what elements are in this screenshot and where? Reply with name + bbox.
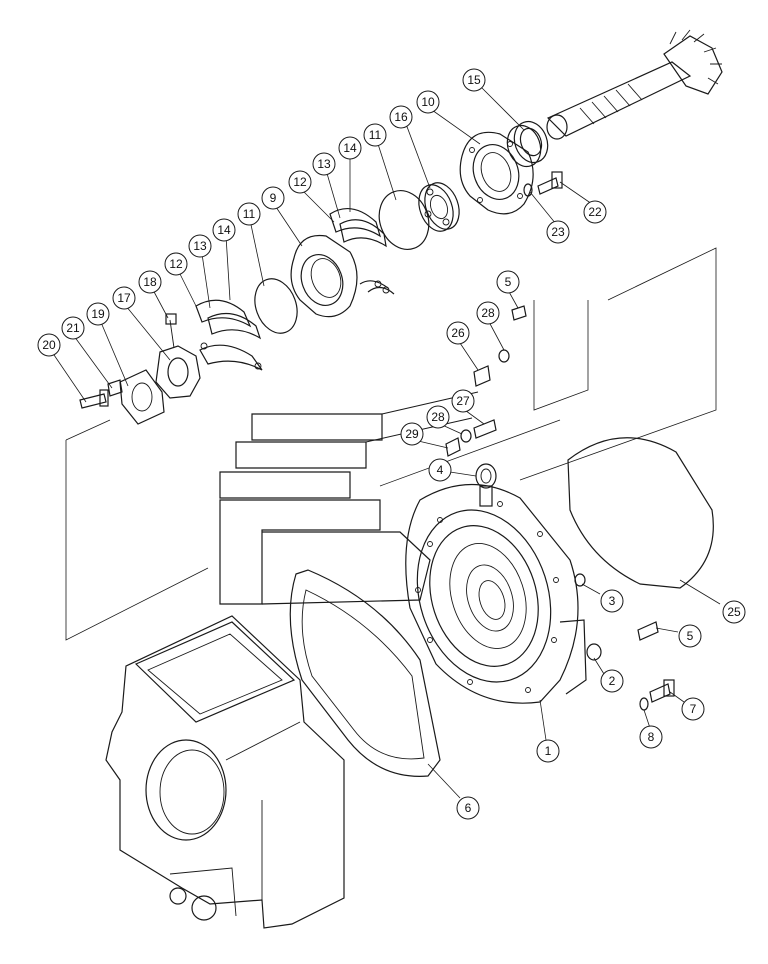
transmission-housing [105, 615, 345, 929]
svg-text:12: 12 [169, 257, 183, 271]
callout-13-lower: 13 [188, 234, 212, 258]
lock-nut-17 [155, 313, 201, 399]
leader-lines [51, 85, 721, 799]
shims-13-14-upper [329, 207, 395, 295]
svg-text:18: 18 [143, 275, 157, 289]
svg-text:11: 11 [243, 207, 256, 221]
svg-text:3: 3 [609, 594, 616, 608]
svg-text:4: 4 [437, 463, 444, 477]
svg-text:28: 28 [481, 306, 495, 320]
gasket-6 [289, 569, 441, 777]
shim-11-lower [254, 278, 298, 334]
callout-29: 29 [400, 422, 424, 446]
svg-text:6: 6 [465, 801, 472, 815]
callout-26: 26 [446, 321, 470, 345]
callout-28-mid: 28 [426, 405, 450, 429]
svg-text:23: 23 [551, 225, 565, 239]
callout-14-lower: 14 [212, 218, 236, 242]
callout-28-top: 28 [476, 301, 500, 325]
callout-1: 1 [536, 739, 560, 763]
svg-text:16: 16 [394, 110, 408, 124]
svg-text:26: 26 [451, 326, 465, 340]
callout-15: 15 [462, 68, 486, 92]
svg-text:5: 5 [687, 629, 694, 643]
callout-16: 16 [389, 105, 413, 129]
svg-text:9: 9 [270, 191, 277, 205]
gasket-6-inner [301, 589, 425, 760]
callout-10: 10 [416, 90, 440, 114]
callout-25: 25 [722, 600, 746, 624]
svg-text:1: 1 [545, 744, 552, 758]
callout-7: 7 [681, 697, 705, 721]
svg-text:21: 21 [66, 321, 80, 335]
svg-text:28: 28 [431, 410, 445, 424]
callout-11-lower: 11 [237, 202, 261, 226]
bearing-15 [506, 120, 549, 168]
callout-11: 11 [363, 123, 387, 147]
svg-text:11: 11 [369, 128, 382, 142]
svg-text:27: 27 [456, 394, 470, 408]
bolt-20-washer-21 [79, 379, 123, 409]
svg-text:12: 12 [293, 175, 307, 189]
plate-19 [119, 369, 165, 425]
callout-14: 14 [338, 136, 362, 160]
callout-3: 3 [600, 589, 624, 613]
case-1 [405, 483, 587, 704]
svg-text:13: 13 [193, 239, 207, 253]
svg-text:10: 10 [421, 95, 435, 109]
pinion-shaft [546, 29, 723, 140]
gasket-25 [567, 437, 714, 589]
svg-text:20: 20 [42, 338, 56, 352]
callout-27: 27 [451, 389, 475, 413]
shim-11-upper [378, 190, 430, 250]
reference-lines [65, 247, 717, 641]
callout-2: 2 [600, 669, 624, 693]
callout-12-lower: 12 [164, 252, 188, 276]
callout-23: 23 [546, 220, 570, 244]
callout-8: 8 [639, 725, 663, 749]
svg-text:19: 19 [91, 307, 105, 321]
svg-text:15: 15 [467, 73, 481, 87]
bearing-housing-10 [459, 131, 534, 215]
callout-13: 13 [312, 152, 336, 176]
callout-17: 17 [112, 286, 136, 310]
callout-20: 20 [37, 333, 61, 357]
svg-text:13: 13 [317, 157, 331, 171]
svg-text:22: 22 [588, 205, 602, 219]
svg-text:7: 7 [690, 702, 697, 716]
callout-6: 6 [456, 796, 480, 820]
callout-4: 4 [428, 458, 452, 482]
retainer-9 [290, 234, 358, 318]
callout-22: 22 [583, 200, 607, 224]
callout-5-side: 5 [678, 624, 702, 648]
callout-18: 18 [138, 270, 162, 294]
svg-text:17: 17 [117, 291, 131, 305]
bolt-22-washer-23 [523, 171, 563, 197]
callout-21: 21 [61, 316, 85, 340]
side-fasteners [574, 573, 675, 711]
svg-text:14: 14 [217, 223, 231, 237]
callout-19: 19 [86, 302, 110, 326]
svg-text:14: 14 [343, 141, 357, 155]
svg-text:25: 25 [727, 605, 741, 619]
callout-5-top: 5 [496, 270, 520, 294]
svg-text:5: 5 [505, 275, 512, 289]
svg-text:8: 8 [648, 730, 655, 744]
svg-text:29: 29 [405, 427, 419, 441]
callout-9: 9 [261, 186, 285, 210]
svg-text:2: 2 [609, 674, 616, 688]
shims-13-14-lower [195, 299, 263, 371]
callout-12: 12 [288, 170, 312, 194]
bearing-16 [418, 182, 460, 232]
